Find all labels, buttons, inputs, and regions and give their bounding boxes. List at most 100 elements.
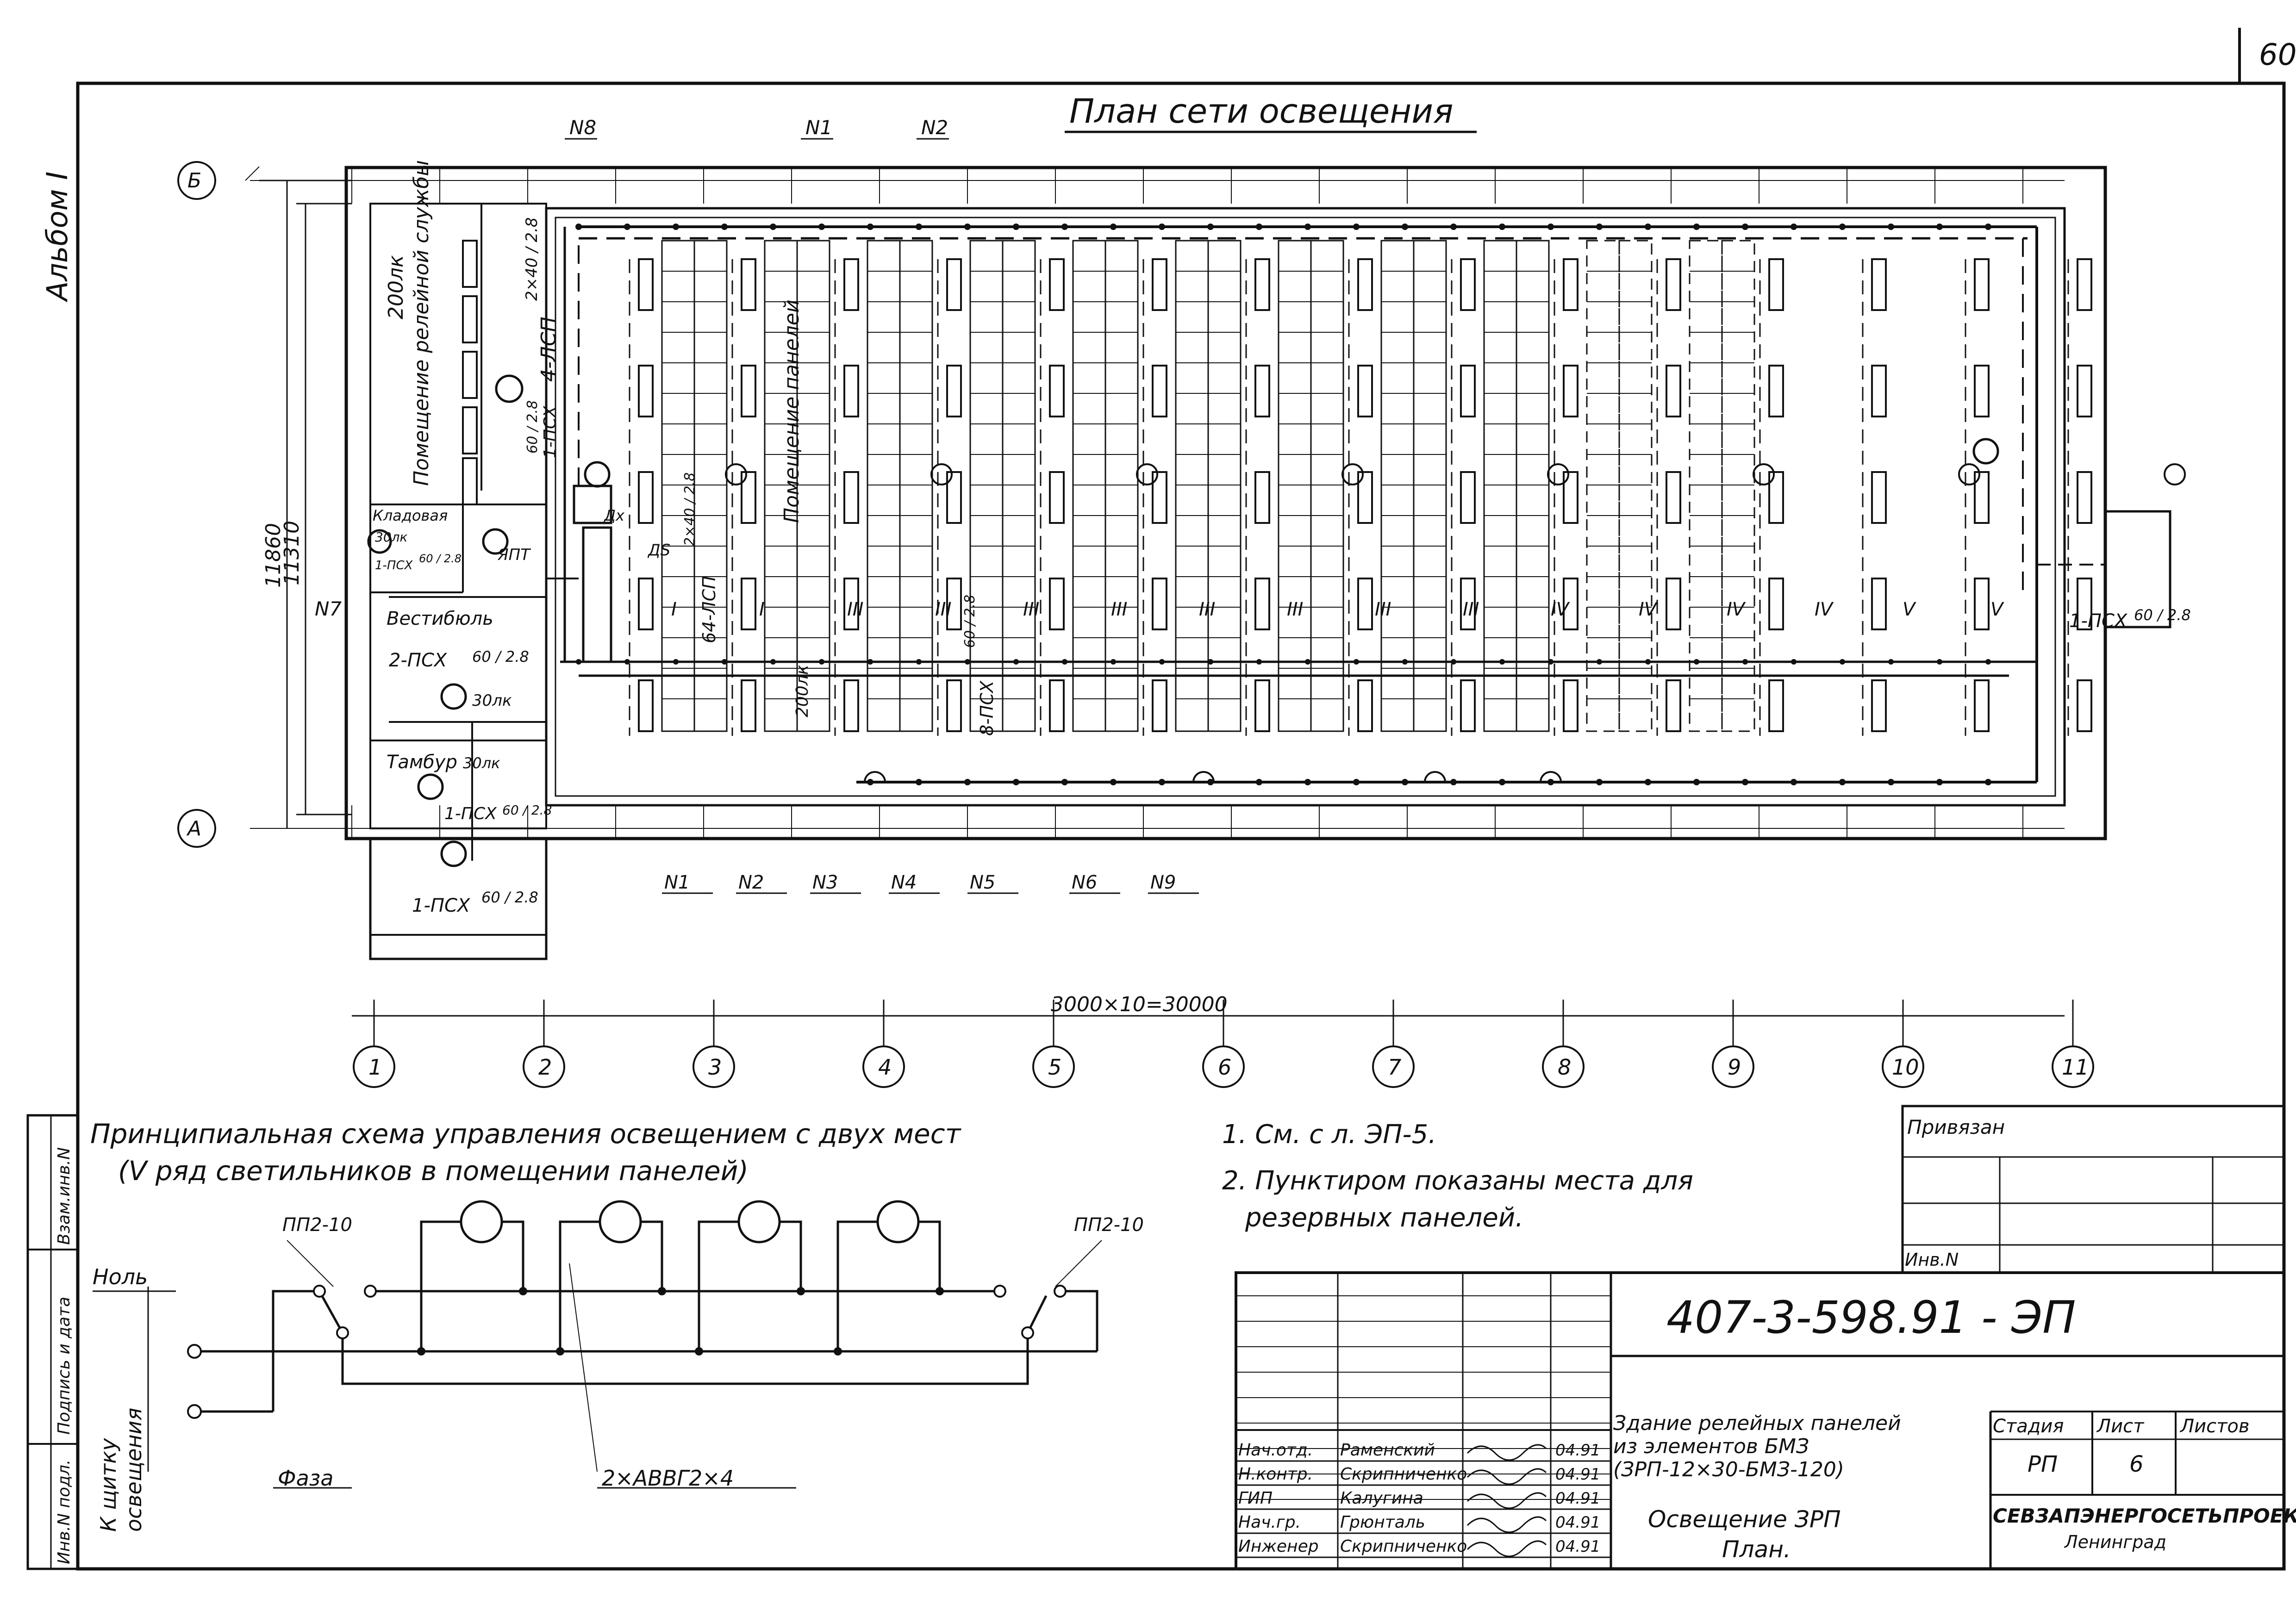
- fixture: [843, 679, 859, 732]
- sheet-value: 6: [2129, 1451, 2144, 1477]
- signature-scribble: [1466, 1468, 1547, 1485]
- fixture: [1666, 679, 1681, 732]
- group-tag-top: N2: [921, 116, 948, 139]
- relay-room-fixture: [462, 351, 478, 399]
- junction-dot: [819, 659, 824, 665]
- grid-axes: 11860 11310 3000×10=30000 Б А: [177, 161, 2065, 1017]
- junction-dot: [1402, 779, 1408, 785]
- ceiling-lamp: [1341, 463, 1364, 485]
- signature-name: Скрипниченко: [1340, 1465, 1467, 1484]
- signature-name: Калугина: [1340, 1489, 1423, 1508]
- fluorescent-fixtures: [462, 240, 2186, 783]
- panel-cabinet-row: [1380, 240, 1415, 732]
- panel-cabinet-row: [1310, 240, 1344, 732]
- porch-lamp: [440, 840, 467, 867]
- column-axis-circle: [1032, 1045, 1075, 1088]
- fixture: [1152, 679, 1167, 732]
- panel-room-end-lamp: [1972, 438, 1999, 465]
- junction-dot: [797, 1287, 805, 1295]
- ceiling-lamp: [1753, 463, 1775, 485]
- junction-dot: [1256, 224, 1262, 230]
- signature-name: Скрипниченко: [1340, 1537, 1467, 1556]
- group-tag-bottom: N2: [738, 872, 764, 893]
- signature-role: Нач.отд.: [1238, 1441, 1313, 1460]
- row-mark: I: [759, 599, 765, 620]
- fixture: [1666, 258, 1681, 311]
- panel-cabinet-row: [1618, 240, 1653, 732]
- group-tag-top: N8: [569, 116, 596, 139]
- fixture: [1357, 679, 1373, 732]
- wall-lamp: [1540, 771, 1562, 783]
- neutral-label: Ноль: [93, 1264, 148, 1289]
- row-mark: III: [1023, 599, 1039, 620]
- fixture: [741, 578, 756, 630]
- panel-cabinet-row: [1689, 240, 1723, 732]
- junction-dot: [575, 224, 582, 230]
- junction-dot: [695, 1347, 703, 1356]
- right-annex-psx: 1-ПСХ: [2069, 610, 2128, 632]
- junction-dot: [1937, 659, 1942, 665]
- outer-wall: [344, 166, 2107, 840]
- fixture: [1049, 471, 1065, 524]
- column-axis-label: 10: [1892, 1055, 1919, 1080]
- page-number: 60: [2259, 38, 2296, 72]
- junction-dot: [1839, 779, 1846, 785]
- fixture: [1049, 578, 1065, 630]
- junction-dot: [1256, 779, 1262, 785]
- fixture: [1049, 258, 1065, 311]
- fixture: [1974, 578, 1990, 630]
- fixture: [843, 471, 859, 524]
- row-mark: III: [1199, 599, 1215, 620]
- margin-label-inventory: Инв.N подл.: [55, 1460, 74, 1564]
- fixture: [2077, 679, 2092, 732]
- stamp-grid: [1236, 1295, 1611, 1500]
- junction-dot: [1936, 779, 1943, 785]
- panel-cabinet-row: [1483, 240, 1517, 732]
- junction-dot: [1110, 224, 1117, 230]
- group-tag-bottom: N5: [970, 872, 995, 893]
- junction-dot: [1596, 224, 1603, 230]
- column-axis-circle: [1542, 1045, 1585, 1088]
- lighting-distribution-board: [582, 526, 612, 663]
- column-axis-circle: [1202, 1045, 1245, 1088]
- tambour-psx: 1-ПСХ: [444, 804, 497, 823]
- fixture: [741, 471, 756, 524]
- panel-cabinet-row: [796, 240, 830, 732]
- margin-label-signature: Подпись и дата: [55, 1297, 74, 1435]
- ceiling-lamp: [1958, 463, 1980, 485]
- junction-dot: [1450, 224, 1457, 230]
- object-line-2: из элементов БМЗ: [1613, 1435, 1809, 1458]
- org-name: СЕВЗАПЭНЕРГОСЕТЬПРОЕКТ: [1993, 1505, 2296, 1527]
- fixture: [2077, 365, 2092, 417]
- row-mark: IV: [1815, 599, 1834, 620]
- column-axis-label: 5: [1048, 1055, 1061, 1080]
- inv-label: Инв.N: [1905, 1250, 1959, 1270]
- wiring-lines: [389, 225, 2105, 861]
- fixture: [638, 578, 654, 630]
- column-axis-label: 2: [538, 1055, 552, 1080]
- fixture: [1768, 258, 1784, 311]
- fixture: [638, 679, 654, 732]
- junction-dot: [1304, 779, 1311, 785]
- column-axis-label: 1: [368, 1055, 382, 1080]
- porch-psx-spec: 60 / 2.8: [481, 889, 538, 906]
- panel-cabinet-row: [693, 240, 728, 732]
- fixture: [1871, 471, 1887, 524]
- junction-dot: [1208, 659, 1213, 665]
- fixture: [1049, 365, 1065, 417]
- junction-dot: [1936, 224, 1943, 230]
- drawing-title: План сети освещения: [1069, 92, 1453, 131]
- org-city: Ленинград: [2064, 1532, 2166, 1552]
- column-axis-circle: [862, 1045, 905, 1088]
- tambour-psx-spec: 60 / 2.8: [502, 802, 552, 818]
- signature-scribble: [1466, 1516, 1547, 1533]
- fixture: [741, 679, 756, 732]
- junction-dot: [1304, 224, 1311, 230]
- junction-dot: [1597, 659, 1602, 665]
- panel-cabinet-row: [1175, 240, 1209, 732]
- fixture: [638, 365, 654, 417]
- fixture: [946, 471, 962, 524]
- panel-cabinet-row: [867, 240, 901, 732]
- wall-lamp: [1192, 771, 1215, 783]
- object-line-3: (ЗРП-12×30-БМЗ-120): [1613, 1458, 1844, 1481]
